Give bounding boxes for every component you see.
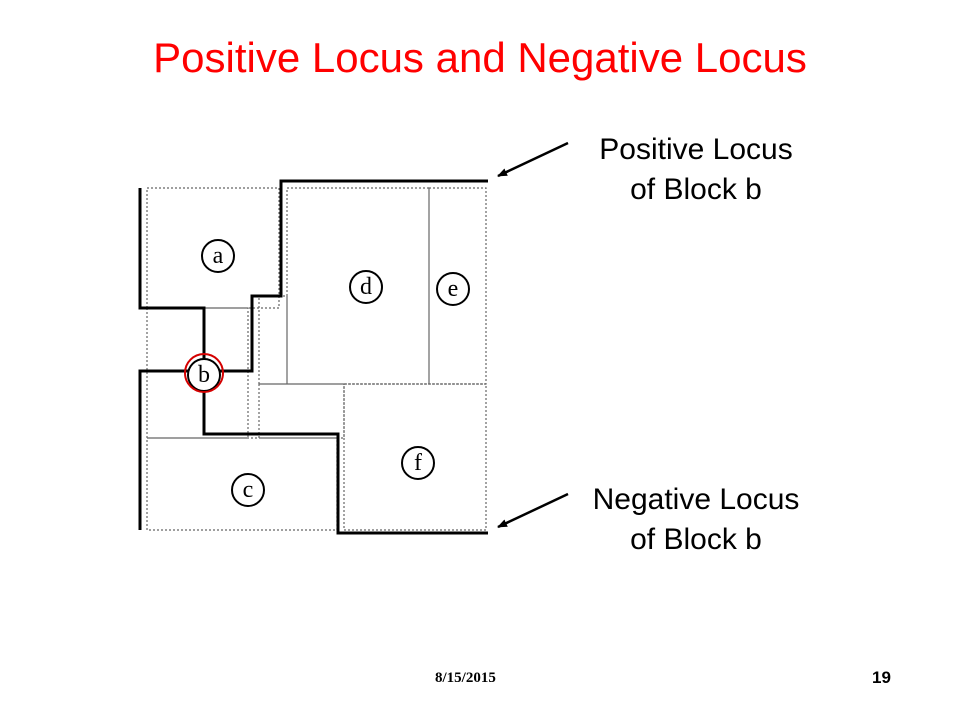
- block-f-circle: [401, 446, 435, 480]
- block-labels: a b c d e f: [184, 239, 470, 507]
- block-outlines: [146, 187, 487, 531]
- block-e-circle: [436, 272, 470, 306]
- block-a-circle: [201, 239, 235, 273]
- slide-page-number: 19: [872, 668, 891, 687]
- negative-locus-callout: Negative Locus of Block b: [556, 480, 836, 560]
- block-b-highlight-circle: [184, 353, 224, 393]
- block-f-label: f: [401, 446, 435, 480]
- block-d-circle: [349, 270, 383, 304]
- negative-locus-callout-line1: Negative Locus: [592, 483, 800, 516]
- block-b-letter: b: [198, 362, 210, 388]
- block-c-label: c: [231, 473, 265, 507]
- block-b-label: b: [184, 353, 224, 393]
- block-d-letter: d: [360, 274, 372, 300]
- empty-space-outline-2: [258, 383, 345, 439]
- negative-locus-arrow: [497, 492, 569, 529]
- block-c-letter: c: [243, 477, 254, 503]
- block-f-letter: f: [414, 450, 422, 476]
- block-d-label: d: [349, 270, 383, 304]
- negative-locus-line: [138, 369, 488, 535]
- block-e-letter: e: [448, 276, 459, 302]
- block-e-label: e: [436, 272, 470, 306]
- block-b-outline: [146, 307, 249, 439]
- block-a-label: a: [201, 239, 235, 273]
- positive-locus-arrow: [497, 141, 569, 178]
- block-a-letter: a: [213, 243, 224, 269]
- slide-title: Positive Locus and Negative Locus: [153, 34, 807, 81]
- positive-locus-callout-line1: Positive Locus: [599, 133, 793, 166]
- negative-locus-callout-line2: of Block b: [630, 523, 762, 556]
- positive-locus-line: [138, 179, 488, 373]
- positive-locus-callout: Positive Locus of Block b: [556, 130, 836, 210]
- positive-locus-callout-line2: of Block b: [630, 173, 762, 206]
- block-c-circle: [231, 473, 265, 507]
- slide-date: 8/15/2015: [435, 670, 496, 686]
- empty-space-outline: [258, 295, 288, 385]
